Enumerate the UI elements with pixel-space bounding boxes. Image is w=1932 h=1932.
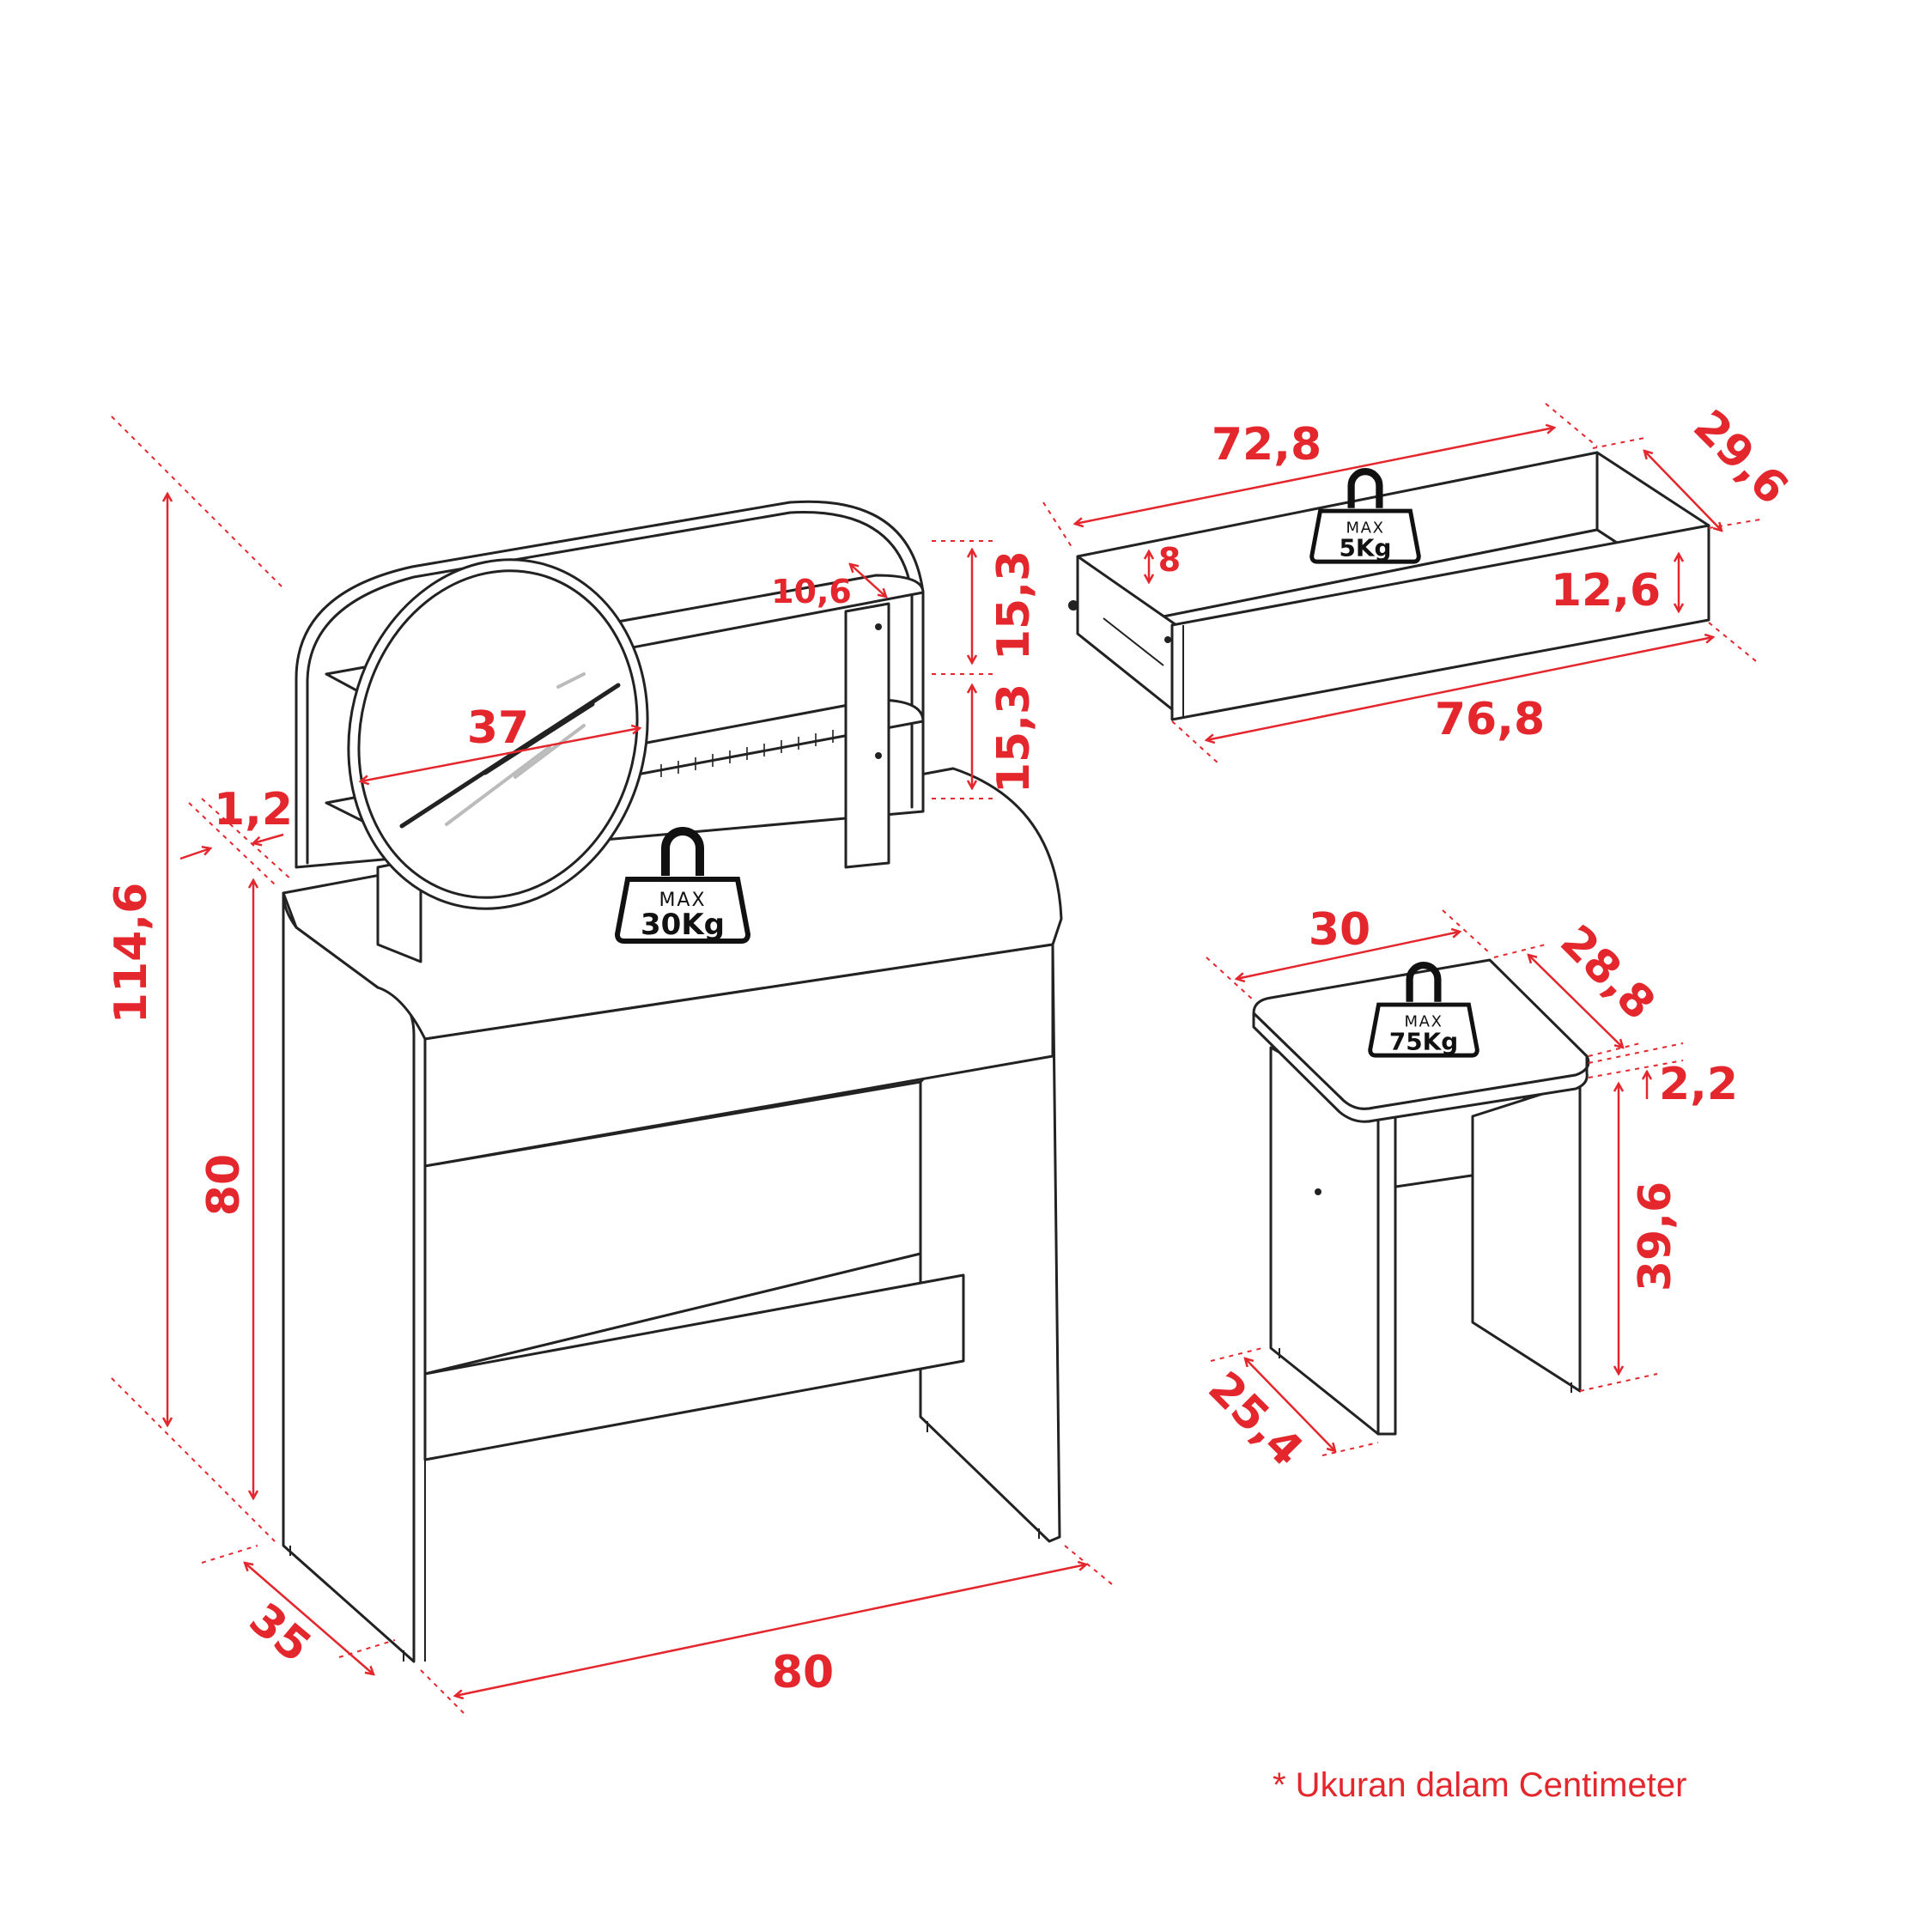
dim-shelf-depth: 10,6 [771, 573, 852, 611]
dressing-table: MAX 30Kg [282, 500, 1063, 1663]
table-drawer-front [423, 943, 1054, 1168]
stool-seat-edge [1252, 1012, 1590, 1123]
dim-shelf-spacing-bottom: 15,3 [988, 683, 1040, 793]
dim-dresser-depth: 35 [240, 1594, 320, 1673]
dim-table-height: 80 [198, 1154, 250, 1216]
dim-stool-leg-height: 39,6 [1630, 1182, 1681, 1291]
svg-text:MAX: MAX [659, 890, 706, 911]
svg-text:30Kg: 30Kg [641, 908, 725, 942]
dim-drawer-depth: 29,6 [1683, 400, 1797, 514]
dim-drawer-front-height: 12,6 [1551, 565, 1661, 617]
max-load-icon-5kg: MAX 5Kg [1312, 471, 1419, 562]
dim-seat-thickness: 2,2 [1659, 1059, 1738, 1110]
dim-total-height: 114,6 [106, 883, 157, 1024]
dim-stool-depth: 28,8 [1550, 915, 1664, 1030]
dim-panel-thickness: 1,2 [214, 784, 293, 835]
dim-drawer-inner-height: 8 [1158, 541, 1181, 579]
shelf-upright-right [844, 602, 890, 869]
svg-text:MAX: MAX [1404, 1013, 1443, 1031]
stool-right-leg [1471, 1080, 1582, 1393]
dim-drawer-outer-width: 76,8 [1435, 694, 1545, 745]
max-load-icon-75kg: MAX 75Kg [1370, 965, 1478, 1055]
svg-text:5Kg: 5Kg [1340, 534, 1392, 562]
dim-dresser-width: 80 [772, 1647, 834, 1698]
dim-mirror-diameter: 37 [467, 702, 529, 754]
stool-front-leg [1376, 1106, 1397, 1436]
left-side-panel [282, 891, 416, 1663]
dim-shelf-spacing-top: 15,3 [988, 550, 1040, 660]
max-load-icon-30kg: MAX 30Kg [617, 831, 748, 942]
svg-text:75Kg: 75Kg [1389, 1028, 1458, 1056]
stool: MAX 75Kg [1252, 958, 1590, 1436]
dim-stool-base-depth: 25,4 [1198, 1362, 1312, 1476]
dim-drawer-inner-width: 72,8 [1212, 419, 1321, 471]
drawer-dimensions: 72,8 29,6 8 12,6 76,8 [1042, 400, 1798, 765]
dim-stool-width: 30 [1309, 904, 1370, 956]
units-footnote: * Ukuran dalam Centimeter [1273, 1766, 1686, 1804]
dresser-dimensions: 114,6 80 35 80 1,2 37 10,6 15,3 15,3 [106, 416, 1113, 1714]
